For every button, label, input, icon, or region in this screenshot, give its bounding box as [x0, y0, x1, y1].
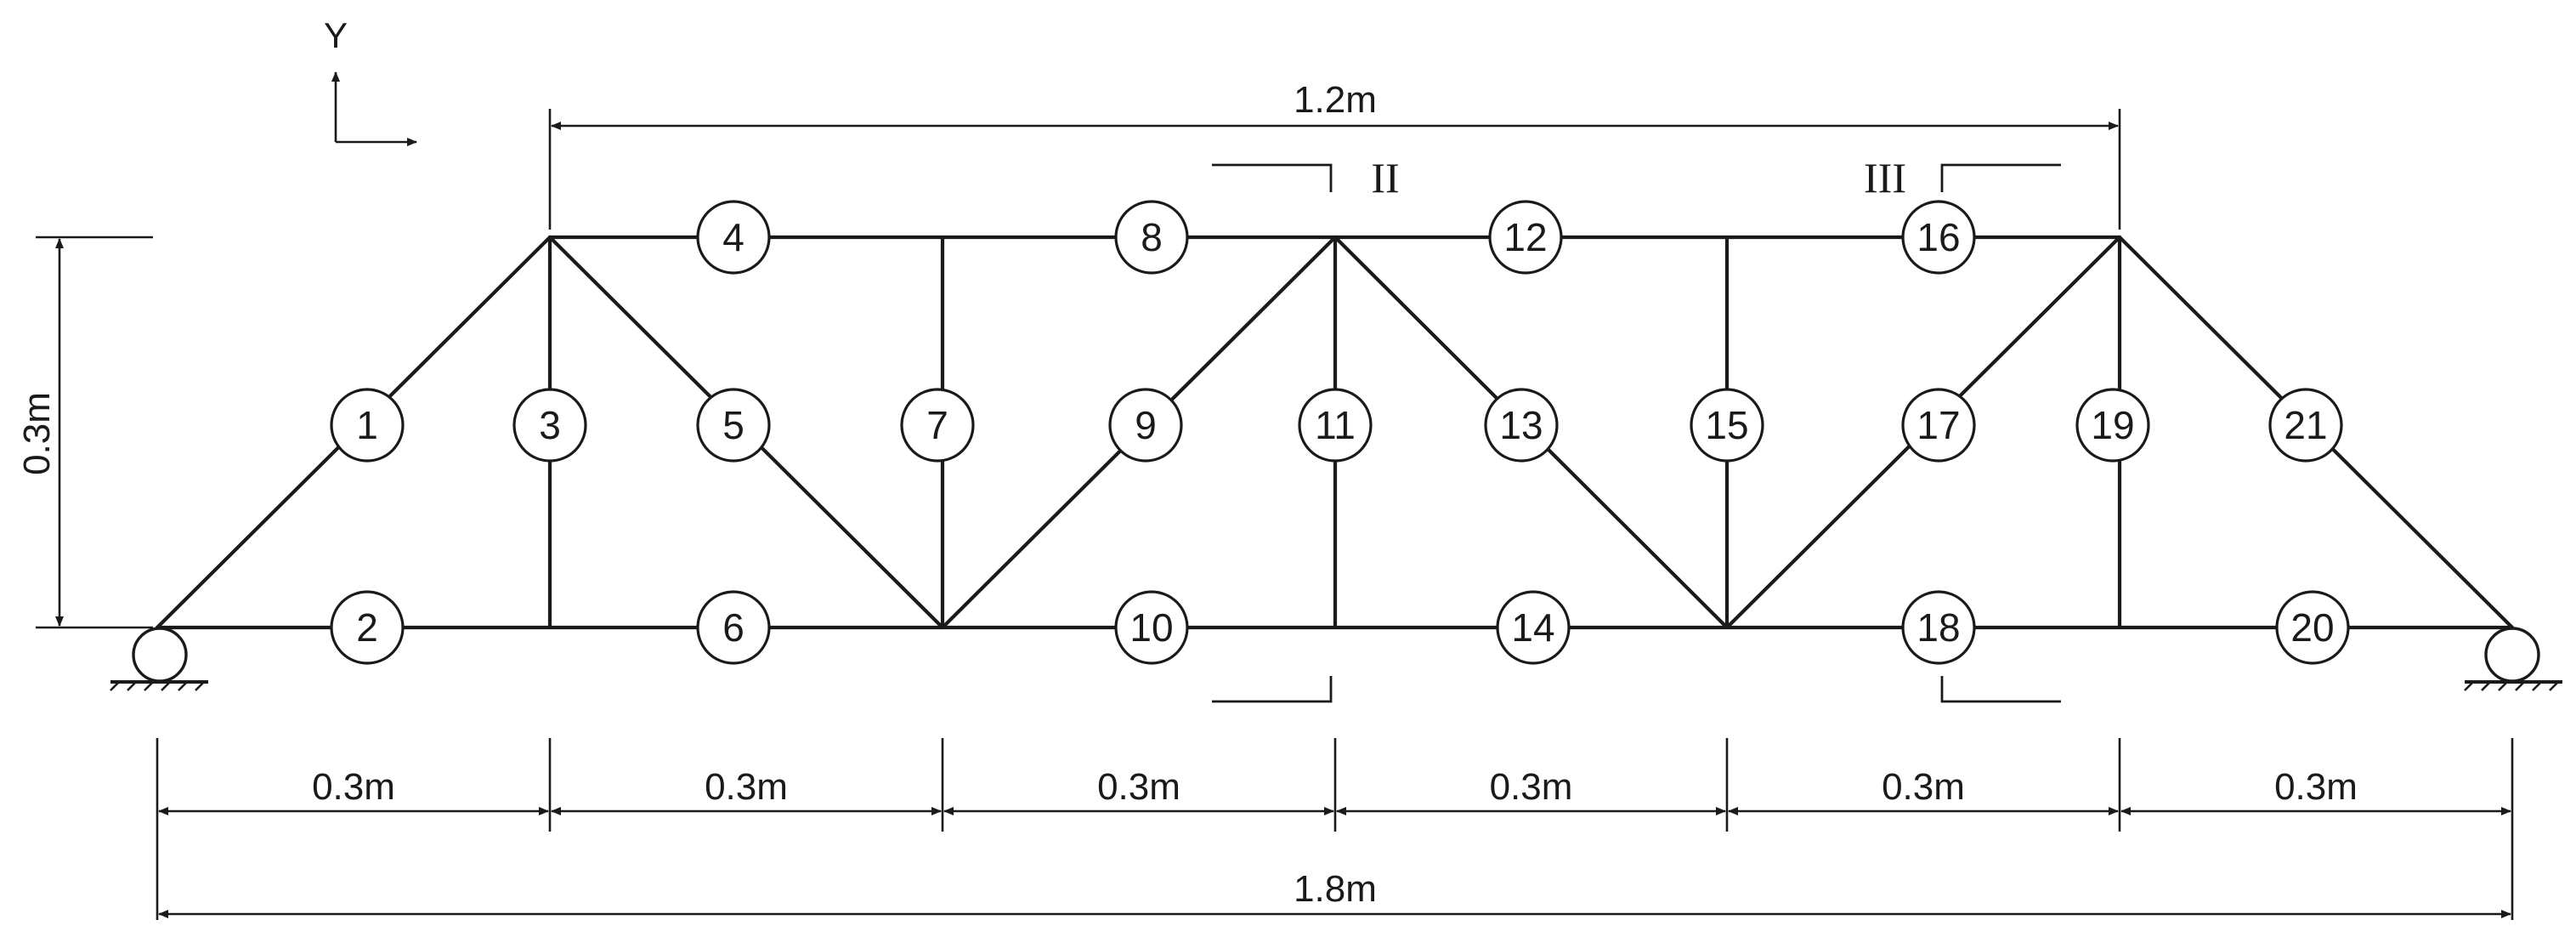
- member-label-circle: [1901, 200, 1976, 275]
- member-number: 7: [926, 403, 948, 447]
- section-ii-label: II: [1371, 154, 1399, 202]
- member-label-9: 9: [1108, 388, 1183, 463]
- member-number: 2: [356, 605, 378, 650]
- panel-dimension-label: 0.3m: [1882, 766, 1965, 808]
- member-label-17: 17: [1901, 388, 1976, 463]
- panel-dimension-label: 0.3m: [1097, 766, 1180, 808]
- member-label-circle: [2275, 590, 2350, 665]
- y-axis-label: Y: [324, 15, 348, 55]
- member-label-circle: [512, 388, 587, 463]
- member-number: 15: [1705, 403, 1748, 447]
- member-number: 1: [356, 403, 378, 447]
- member-label-circle: [1901, 388, 1976, 463]
- member-number: 18: [1916, 605, 1960, 650]
- member-label-circle: [2075, 388, 2150, 463]
- member-label-20: 20: [2275, 590, 2350, 665]
- member-label-circle: [1484, 388, 1559, 463]
- member-label-5: 5: [696, 388, 771, 463]
- member-label-circle: [1114, 590, 1189, 665]
- section-iii-label: III: [1864, 154, 1906, 202]
- left-support: [110, 627, 208, 691]
- member-label-circle: [1496, 590, 1571, 665]
- member-label-13: 13: [1484, 388, 1559, 463]
- dimension-height: 0.3m: [16, 236, 153, 629]
- dimension-total-span: 1.8m: [158, 868, 2511, 918]
- panel-dimension-label: 0.3m: [312, 766, 395, 808]
- member-number: 14: [1511, 605, 1554, 650]
- member-label-15: 15: [1690, 388, 1764, 463]
- panel-dimension-label: 0.3m: [1490, 766, 1573, 808]
- member-label-circle: [330, 388, 405, 463]
- section-ii-top-marker: [1212, 163, 1333, 192]
- member-label-circle: [900, 388, 975, 463]
- member-label-circle: [1298, 388, 1373, 463]
- member-number: 10: [1129, 605, 1173, 650]
- member-label-circle: [696, 590, 771, 665]
- member-number: 6: [722, 605, 744, 650]
- section-cut-iii: III: [1864, 154, 2061, 703]
- section-ii-bottom-marker: [1212, 676, 1333, 703]
- member-label-1: 1: [330, 388, 405, 463]
- member-label-8: 8: [1114, 200, 1189, 275]
- section-iii-bottom-marker: [1940, 676, 2061, 703]
- member-label-2: 2: [330, 590, 405, 665]
- panel-dimension-label: 0.3m: [2274, 766, 2358, 808]
- axis-indicator: Y: [324, 15, 417, 146]
- member-label-11: 11: [1298, 388, 1373, 463]
- member-number: 20: [2290, 605, 2334, 650]
- member-label-21: 21: [2268, 388, 2343, 463]
- member-number: 5: [722, 403, 744, 447]
- member-number: 4: [722, 215, 744, 259]
- member-label-18: 18: [1901, 590, 1976, 665]
- right-support: [2464, 627, 2562, 691]
- member-number: 16: [1916, 215, 1960, 259]
- member-label-12: 12: [1488, 200, 1563, 275]
- member-label-16: 16: [1901, 200, 1976, 275]
- member-label-circle: [2268, 388, 2343, 463]
- member-number: 17: [1916, 403, 1960, 447]
- dimension-top-span: 1.2m: [548, 79, 2121, 230]
- total-span-label: 1.8m: [1294, 868, 1377, 910]
- member-label-14: 14: [1496, 590, 1571, 665]
- member-label-circle: [1901, 590, 1976, 665]
- member-label-circle: [1114, 200, 1189, 275]
- left-roller: [132, 627, 188, 683]
- member-label-circle: [330, 590, 405, 665]
- member-label-4: 4: [696, 200, 771, 275]
- section-cut-ii: II: [1212, 154, 1400, 703]
- top-span-label: 1.2m: [1294, 79, 1377, 121]
- member-number: 11: [1315, 403, 1356, 447]
- member-number: 19: [2091, 403, 2134, 447]
- member-label-6: 6: [696, 590, 771, 665]
- member-number: 3: [539, 403, 561, 447]
- panel-dimension-label: 0.3m: [705, 766, 788, 808]
- height-label: 0.3m: [16, 392, 58, 475]
- right-roller: [2484, 627, 2540, 683]
- member-label-circle: [1488, 200, 1563, 275]
- member-label-circle: [696, 388, 771, 463]
- section-iii-top-marker: [1940, 163, 2061, 192]
- member-label-10: 10: [1114, 590, 1189, 665]
- member-number: 13: [1499, 403, 1543, 447]
- member-label-circle: [1108, 388, 1183, 463]
- member-label-3: 3: [512, 388, 587, 463]
- member-label-7: 7: [900, 388, 975, 463]
- member-number: 21: [2284, 403, 2327, 447]
- member-number: 9: [1135, 403, 1157, 447]
- member-label-19: 19: [2075, 388, 2150, 463]
- member-number: 8: [1141, 215, 1163, 259]
- dimension-panels: 0.3m 0.3m 0.3m 0.3m 0.3m 0.3m: [156, 738, 2514, 920]
- member-label-circle: [696, 200, 771, 275]
- member-label-circle: [1690, 388, 1764, 463]
- member-number: 12: [1503, 215, 1547, 259]
